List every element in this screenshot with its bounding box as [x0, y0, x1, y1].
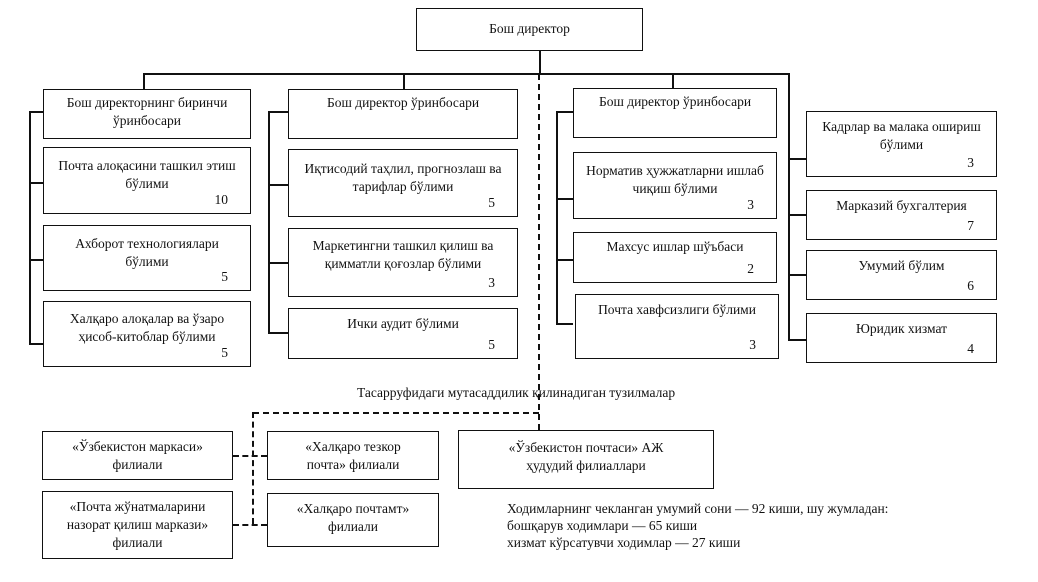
connector [556, 111, 573, 113]
department-box[interactable]: Махсус ишлар шўъбаси 2 [573, 232, 777, 283]
branch-box[interactable]: «Почта жўнатмаларини назорат қилиш марка… [42, 491, 233, 559]
connector [556, 259, 573, 261]
box-title: Махсус ишлар шўъбаси [606, 239, 744, 254]
dashed-connector [233, 524, 267, 526]
box-title: Маркетингни ташкил қилиш ва қимматли қоғ… [312, 238, 494, 271]
general-director-box[interactable]: Бош директор [416, 8, 643, 51]
connector [268, 111, 270, 332]
connector [143, 73, 145, 89]
department-box[interactable]: Норматив ҳужжатларни ишлаб чиқиш бўлими … [573, 152, 777, 219]
staff-note: Ходимларнинг чекланган умумий сони — 92 … [507, 500, 888, 551]
connector [268, 332, 288, 334]
first-deputy-box[interactable]: Бош директорнинг биринчи ўринбосари [43, 89, 251, 139]
department-box[interactable]: Маркетингни ташкил қилиш ва қимматли қоғ… [288, 228, 518, 297]
box-title: «Ўзбекистон почтаси» АЖ ҳудудий филиалла… [508, 440, 664, 473]
department-box[interactable]: Почта хавфсизлиги бўлими 3 [575, 294, 779, 359]
box-title: Бош директор [489, 21, 570, 36]
subordinate-label: Тасарруфидаги мутасаддилик қилинадиган т… [357, 385, 676, 400]
staff-management: бошқарув ходимлари — 65 киши [507, 518, 698, 533]
staff-service: хизмат кўрсатувчи ходимлар — 27 киши [507, 535, 741, 550]
box-title: Бош директор ўринбосари [598, 94, 752, 109]
branch-box[interactable]: «Ўзбекистон почтаси» АЖ ҳудудий филиалла… [458, 430, 714, 489]
department-box[interactable]: Ички аудит бўлими 5 [288, 308, 518, 359]
staff-count: 5 [221, 345, 228, 360]
branch-box[interactable]: «Ўзбекистон маркаси» филиали [42, 431, 233, 480]
staff-count: 3 [749, 337, 756, 352]
dashed-connector [253, 412, 539, 414]
connector [788, 339, 806, 341]
staff-count: 5 [221, 269, 228, 284]
box-title: «Ўзбекистон маркаси» филиали [72, 439, 203, 472]
staff-count: 7 [967, 218, 974, 233]
connector [29, 182, 43, 184]
box-title: Иқтисодий таҳлил, прогнозлаш ва тарифлар… [304, 161, 502, 194]
connector [556, 111, 558, 323]
connector [268, 184, 288, 186]
department-box[interactable]: Юридик хизмат 4 [806, 313, 997, 363]
department-box[interactable]: Ахборот технологиялари бўлими 5 [43, 225, 251, 291]
staff-count: 3 [488, 275, 495, 290]
connector [788, 274, 806, 276]
staff-count: 5 [488, 195, 495, 210]
connector [143, 73, 789, 75]
staff-count: 10 [214, 192, 229, 207]
staff-total: Ходимларнинг чекланган умумий сони — 92 … [507, 501, 889, 516]
box-title: Кадрлар ва малака ошириш бўлими [822, 119, 981, 152]
connector [556, 198, 573, 200]
staff-count: 3 [967, 155, 974, 170]
dashed-connector [252, 412, 254, 524]
connector [29, 111, 31, 344]
connector [403, 73, 405, 89]
box-title: «Халқаро почтамт» филиали [296, 501, 410, 534]
department-box[interactable]: Кадрлар ва малака ошириш бўлими 3 [806, 111, 997, 177]
box-title: «Халқаро тезкор почта» филиали [305, 439, 401, 472]
department-box[interactable]: Иқтисодий таҳлил, прогнозлаш ва тарифлар… [288, 149, 518, 217]
box-title: Халқаро алоқалар ва ўзаро ҳисоб-китоблар… [69, 311, 225, 344]
staff-count: 5 [488, 337, 495, 352]
connector [539, 50, 541, 73]
box-title: Ахборот технологиялари бўлими [75, 236, 219, 269]
box-title: Бош директор ўринбосари [326, 95, 480, 110]
deputy-box[interactable]: Бош директор ўринбосари [288, 89, 518, 139]
box-title: Почта алоқасини ташкил этиш бўлими [58, 158, 236, 191]
box-title: Почта хавфсизлиги бўлими [598, 302, 756, 317]
connector [788, 214, 806, 216]
connector [788, 158, 806, 160]
connector [268, 111, 288, 113]
department-box[interactable]: Умумий бўлим 6 [806, 250, 997, 300]
department-box[interactable]: Марказий бухгалтерия 7 [806, 190, 997, 240]
staff-count: 2 [747, 261, 754, 276]
box-title: Умумий бўлим [858, 258, 945, 273]
box-title: Норматив ҳужжатларни ишлаб чиқиш бўлими [586, 163, 764, 196]
staff-count: 4 [967, 341, 974, 356]
connector [29, 343, 43, 345]
connector [268, 262, 288, 264]
connector [29, 111, 43, 113]
box-title: Юридик хизмат [856, 321, 947, 336]
box-title: Ички аудит бўлими [347, 316, 459, 331]
branch-box[interactable]: «Халқаро почтамт» филиали [267, 493, 439, 547]
department-box[interactable]: Халқаро алоқалар ва ўзаро ҳисоб-китоблар… [43, 301, 251, 367]
box-title: Марказий бухгалтерия [836, 198, 967, 213]
staff-count: 3 [747, 197, 754, 212]
connector [556, 323, 573, 325]
connector [672, 73, 674, 89]
box-title: Бош директорнинг биринчи ўринбосари [66, 95, 228, 128]
dashed-connector [538, 74, 540, 430]
branch-box[interactable]: «Халқаро тезкор почта» филиали [267, 431, 439, 480]
deputy-box[interactable]: Бош директор ўринбосари [573, 88, 777, 138]
department-box[interactable]: Почта алоқасини ташкил этиш бўлими 10 [43, 147, 251, 214]
connector [788, 73, 790, 340]
dashed-connector [233, 455, 267, 457]
box-title: «Почта жўнатмаларини назорат қилиш марка… [66, 499, 209, 550]
connector [29, 259, 43, 261]
staff-count: 6 [967, 278, 974, 293]
